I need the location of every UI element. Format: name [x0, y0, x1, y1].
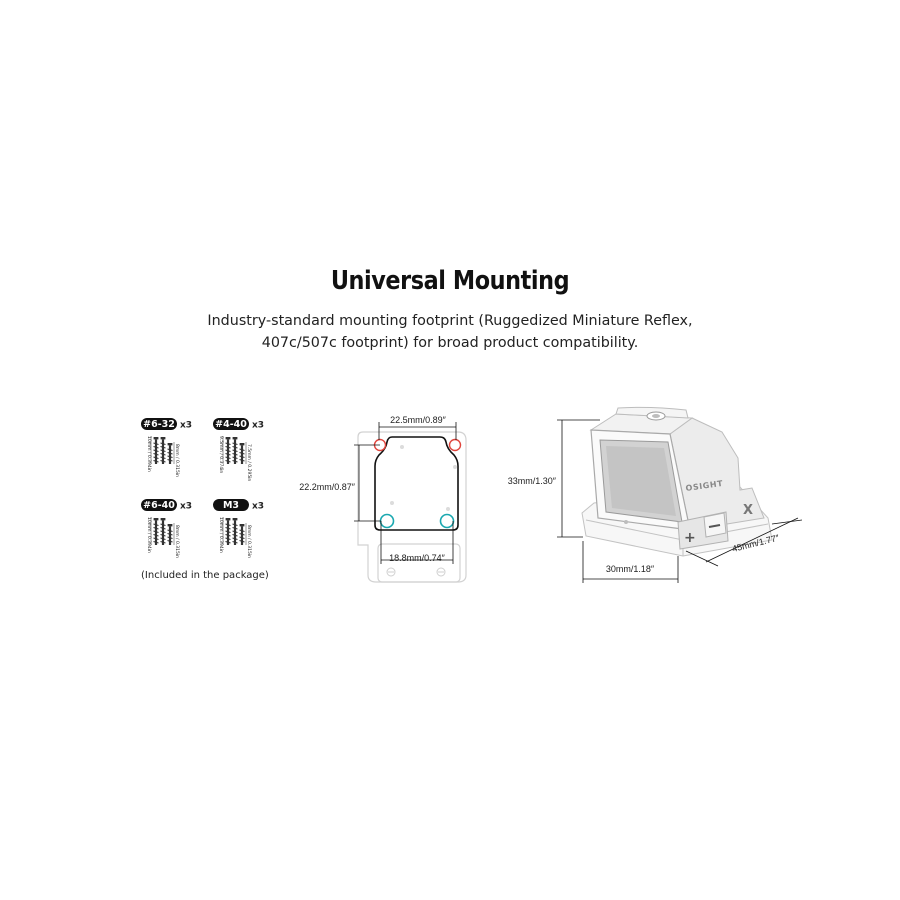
subtitle-line-2: 407c/507c footprint) for broad product c… — [261, 335, 639, 351]
mount-base-outline — [377, 543, 461, 583]
thread-badge — [213, 499, 249, 511]
product-illustration: OSIGHT + X 33mm/1.30″ 30mm/1.18″ 45mm/1.… — [508, 406, 803, 583]
package-note: (Included in the package) — [141, 570, 269, 581]
screw-hole-icon — [386, 567, 446, 577]
length-label-long: 10mm / 0.394in — [146, 436, 152, 472]
quantity-label: x3 — [252, 421, 264, 431]
thread-badge — [213, 418, 249, 430]
thread-label: #6-40 — [143, 500, 175, 511]
plus-icon: + — [684, 530, 696, 546]
length-label-short: 8mm / 0.315in — [174, 444, 180, 477]
screw-group-6-40: #6-40 x3 10mm / 0.394in 8mm / 0.315in — [141, 499, 192, 558]
length-label-short: 8mm / 0.315in — [246, 525, 252, 558]
screw-group-m3: M3 x3 10mm / 0.394in 8mm / 0.315in — [213, 499, 264, 558]
footprint-bottom-label: 18.8mm/0.74″ — [389, 553, 446, 563]
length-label-long: 10mm / 0.394in — [146, 517, 152, 553]
thread-badge — [141, 499, 177, 511]
footprint-height-label: 22.2mm/0.87″ — [299, 482, 356, 492]
length-label-short: 7.5mm / 0.295in — [246, 444, 252, 481]
product-height-label: 33mm/1.30″ — [508, 476, 557, 486]
thread-label: #6-32 — [143, 419, 175, 430]
footprint-diagram: 22.5mm/0.89″ 22.2mm/0.87″ 18.8mm/0.74″ — [299, 415, 467, 583]
page-subtitle: Industry-standard mounting footprint (Ru… — [0, 310, 900, 354]
control-panel: + — [677, 511, 729, 550]
thread-badge — [141, 418, 177, 430]
side-mark: X — [743, 503, 753, 518]
screw-group-6-32: #6-32 x3 10mm / 0.394in 8mm / 0.315in — [141, 418, 192, 477]
thread-label: #4-40 — [215, 419, 247, 430]
screw-icon — [224, 516, 246, 547]
screw-icon — [152, 516, 174, 547]
length-label-long: 9.5mm / 0.374in — [218, 436, 224, 473]
page-title: Universal Mounting — [330, 266, 570, 296]
front-mount-hole — [448, 438, 462, 452]
length-label-short: 8mm / 0.315in — [174, 525, 180, 558]
mount-plate-outline — [357, 431, 467, 583]
screw-icon — [152, 435, 174, 466]
subtitle-line-1: Industry-standard mounting footprint (Ru… — [207, 313, 693, 329]
pin-dots — [390, 445, 457, 511]
length-label-long: 10mm / 0.394in — [218, 517, 224, 553]
rear-mount-hole — [439, 513, 455, 529]
thread-label: M3 — [223, 500, 239, 511]
quantity-label: x3 — [252, 502, 264, 512]
screw-icon — [224, 435, 246, 466]
footprint-outline — [374, 436, 459, 531]
minus-icon — [708, 524, 721, 528]
rear-mount-hole — [379, 513, 395, 529]
pin-dot — [624, 520, 628, 524]
screw-group-4-40: #4-40 x3 9.5mm / 0.374in 7.5mm / 0.295in — [213, 418, 264, 481]
quantity-label: x3 — [180, 502, 192, 512]
product-width-label: 30mm/1.18″ — [606, 564, 655, 574]
footprint-width-label: 22.5mm/0.89″ — [390, 415, 447, 425]
quantity-label: x3 — [180, 421, 192, 431]
